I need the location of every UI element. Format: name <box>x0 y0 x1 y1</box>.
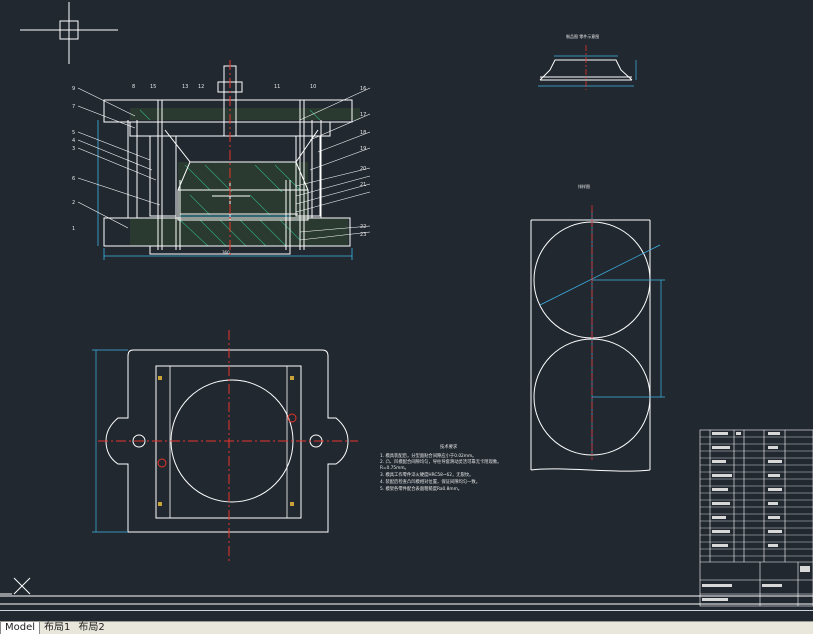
technical-requirements: 技术要求 1. 模具装配后，分型面贴合间隙应小于0.02mm。 2. 凸、凹模配… <box>380 443 501 492</box>
balloon-8: 8 <box>132 84 135 90</box>
balloon-labels-left: 9 7 5 4 3 6 2 1 <box>72 86 75 232</box>
tech-line-4: 3. 模具工作零件淬火硬度HRC58~62，无裂纹。 <box>380 471 473 478</box>
ucs-icon <box>0 577 31 595</box>
balloon-15: 15 <box>150 84 156 90</box>
command-line[interactable] <box>0 610 813 622</box>
tech-line-6: 5. 模架各零件配合表面粗糙度Ra0.8mm。 <box>380 485 462 492</box>
tech-line-2: 2. 凸、凹模配合间隙均匀，导柱导套滑动灵活可靠无卡阻现象。 <box>380 458 501 465</box>
balloon-9: 9 <box>72 86 75 92</box>
blank-view-title: 排样图 <box>578 183 590 189</box>
crosshair-cursor-icon <box>20 2 118 64</box>
balloon-7: 7 <box>72 104 75 110</box>
mold-plan-view <box>92 330 358 562</box>
balloon-3: 3 <box>72 146 75 152</box>
balloon-19: 19 <box>360 146 366 152</box>
title-block-parts-list <box>699 429 813 607</box>
mold-section-view: 360 9 <box>72 60 371 260</box>
balloon-18: 18 <box>360 130 366 136</box>
balloon-10: 10 <box>310 84 316 90</box>
detail-view-title: 制品图 零件示意图 <box>566 33 599 39</box>
parts-list-rows <box>700 436 813 557</box>
balloon-17: 17 <box>360 112 366 118</box>
drawing-border <box>0 595 813 605</box>
tab-model[interactable]: Model <box>0 622 41 634</box>
balloon-2: 2 <box>72 200 75 206</box>
balloon-4: 4 <box>72 138 75 144</box>
layout-tab-bar: Model 布局1 布局2 <box>0 621 813 634</box>
balloon-16: 16 <box>360 86 366 92</box>
balloon-23: 23 <box>360 232 366 238</box>
balloon-21: 21 <box>360 182 366 188</box>
balloon-12: 12 <box>198 84 204 90</box>
tech-requirements-title: 技术要求 <box>440 443 458 450</box>
tab-layout-2[interactable]: 布局2 <box>78 622 105 633</box>
balloon-6: 6 <box>72 176 75 182</box>
tab-layout-1[interactable]: 布局1 <box>44 622 71 633</box>
part-detail-view: 制品图 零件示意图 <box>538 33 637 90</box>
balloon-11: 11 <box>274 84 280 90</box>
tech-line-1: 1. 模具装配后，分型面贴合间隙应小于0.02mm。 <box>380 452 476 459</box>
balloon-13: 13 <box>182 84 188 90</box>
balloon-1: 1 <box>72 226 75 232</box>
balloon-5: 5 <box>72 130 75 136</box>
svg-text:360: 360 <box>222 250 230 255</box>
tech-line-5: 4. 装配后检查凸凹模相对位置，保证间隙均匀一致。 <box>380 478 480 485</box>
parts-list-text <box>702 432 810 601</box>
tech-line-3: R=0.75mm。 <box>380 465 409 471</box>
drawing-canvas[interactable]: 360 9 <box>0 0 813 610</box>
balloon-20: 20 <box>360 166 366 172</box>
balloon-22: 22 <box>360 224 366 230</box>
blank-layout-view: 排样图 <box>530 183 665 472</box>
balloon-labels-top: 8 15 13 12 11 10 <box>132 84 316 90</box>
balloon-labels-right: 16 17 18 19 20 21 22 23 <box>360 86 366 238</box>
